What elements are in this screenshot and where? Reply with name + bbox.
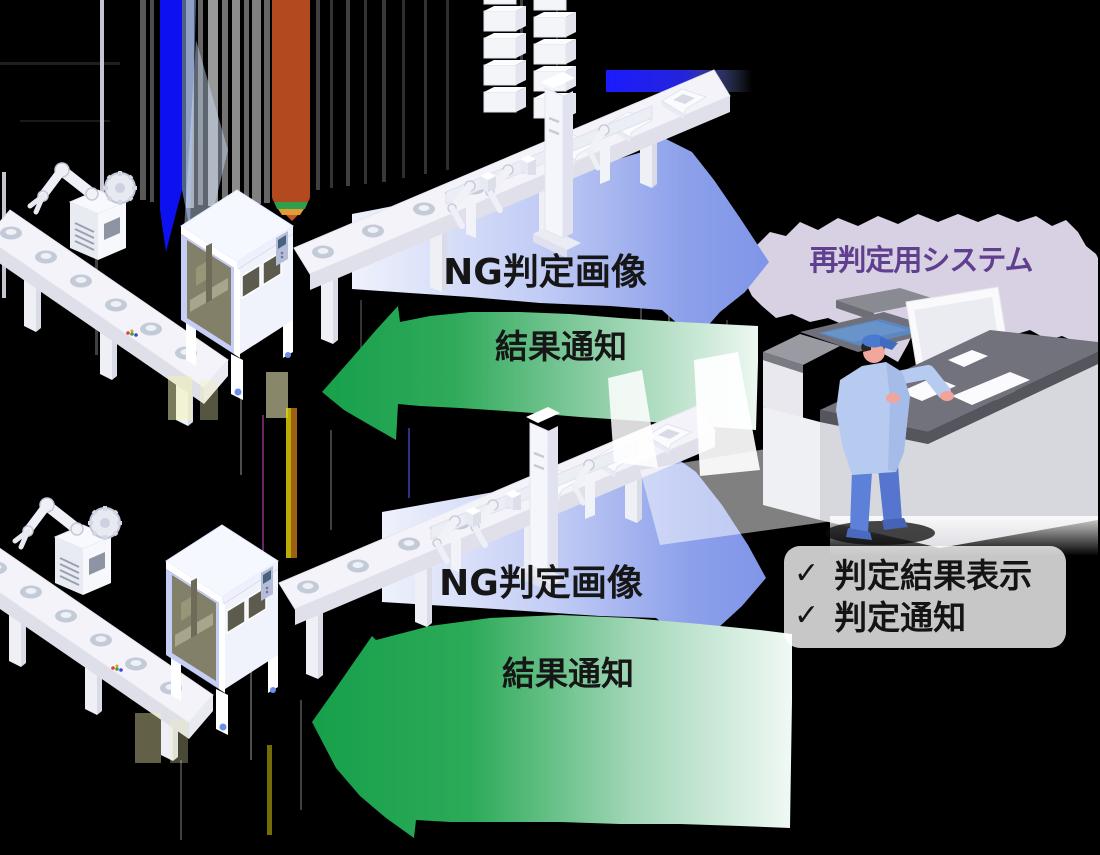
hood	[836, 288, 938, 313]
feature-item-label: 判定結果表示	[834, 556, 1033, 595]
checkmark-icon: ✓	[794, 597, 820, 633]
beam-bars	[160, 0, 752, 265]
worker-illustration	[825, 334, 954, 545]
feature-item-notify: ✓ 判定通知	[794, 595, 1032, 638]
ng-image-label-1: NG判定画像	[443, 252, 647, 293]
rejudge-system-bubble	[746, 214, 1098, 362]
production-line-2	[0, 405, 715, 835]
feature-item-display: ✓ 判定結果表示	[794, 553, 1032, 596]
feature-list: ✓ 判定結果表示 ✓ 判定通知	[794, 553, 1032, 638]
checkmark-icon: ✓	[794, 555, 820, 591]
feature-card	[784, 546, 1066, 648]
production-line-1	[0, 0, 730, 558]
blue-beam-bar	[160, 0, 182, 252]
ng-image-label-2: NG判定画像	[439, 563, 643, 604]
feature-item-label: 判定通知	[834, 598, 967, 637]
result-arrow-1	[322, 306, 758, 440]
result-arrow-2	[312, 615, 792, 838]
yellow-streak-artifacts	[168, 372, 410, 558]
rejudge-system-title: 再判定用システム	[809, 243, 1033, 277]
result-label-1: 結果通知	[495, 327, 627, 366]
red-beam-bar	[272, 0, 310, 204]
yellow-streak-artifacts	[135, 713, 272, 835]
result-label-2: 結果通知	[502, 654, 634, 693]
